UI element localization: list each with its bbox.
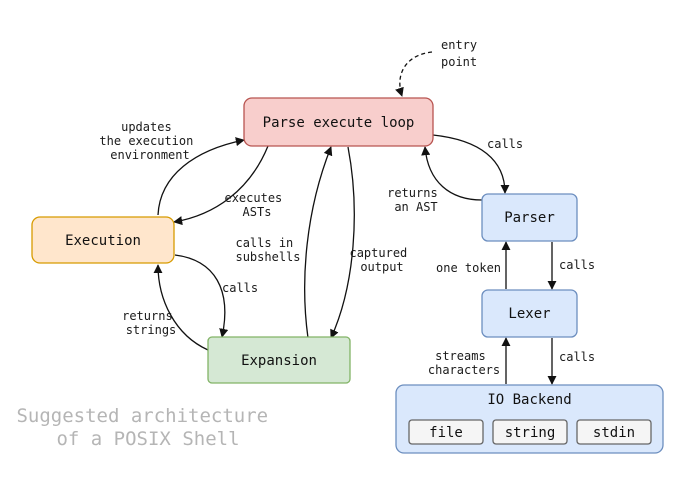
edge-execution-updates-loop <box>157 137 245 216</box>
label-one-token: one token <box>436 261 501 275</box>
io-item-file-label: file <box>429 425 463 441</box>
label-streams-chars: streams characters <box>428 349 500 377</box>
parser-box <box>481 193 578 242</box>
lexer-label: Lexer <box>508 306 550 322</box>
parser-label: Parser <box>504 210 555 226</box>
edge-loop-executes-execution <box>173 145 269 226</box>
edge-loop-calls-parser <box>432 134 510 194</box>
io-item-string <box>492 419 568 445</box>
execution-label: Execution <box>65 233 141 249</box>
label-executes-asts: executes ASTs <box>224 191 289 219</box>
label-calls-expansion: calls <box>222 281 258 295</box>
parse-loop-box <box>243 97 434 147</box>
lexer-box <box>481 289 578 338</box>
io-item-stdin-label: stdin <box>593 425 635 441</box>
edge-loop-captured-output <box>330 146 355 339</box>
label-calls-io: calls <box>559 350 595 364</box>
expansion-label: Expansion <box>241 353 317 369</box>
execution-box <box>31 216 175 264</box>
label-calls-lexer: calls <box>559 258 595 272</box>
expansion-box <box>207 336 351 384</box>
parse-loop-label: Parse execute loop <box>263 115 415 131</box>
label-entry-point: entry point <box>441 38 484 69</box>
io-item-stdin <box>576 419 652 445</box>
label-returns-strings: returns strings <box>122 309 180 337</box>
label-captured-output: captured output <box>349 246 414 274</box>
label-returns-ast: returns an AST <box>387 186 445 214</box>
edge-entry-point <box>395 51 433 97</box>
diagram-caption: Suggested architecture of a POSIX Shell <box>16 405 279 450</box>
edge-expansion-calls-subshells <box>304 146 333 339</box>
io-item-string-label: string <box>505 425 556 441</box>
edge-parser-returns-ast <box>421 146 483 201</box>
io-item-file <box>408 419 484 445</box>
edge-execution-calls-expansion <box>174 254 229 338</box>
label-updates-env: updates the execution environment <box>99 120 200 162</box>
label-calls-in-subshells: calls in subshells <box>235 236 300 264</box>
io-backend-label: IO Backend <box>487 392 571 408</box>
label-calls-parser: calls <box>487 137 523 151</box>
edge-expansion-returns-strings <box>153 264 209 351</box>
